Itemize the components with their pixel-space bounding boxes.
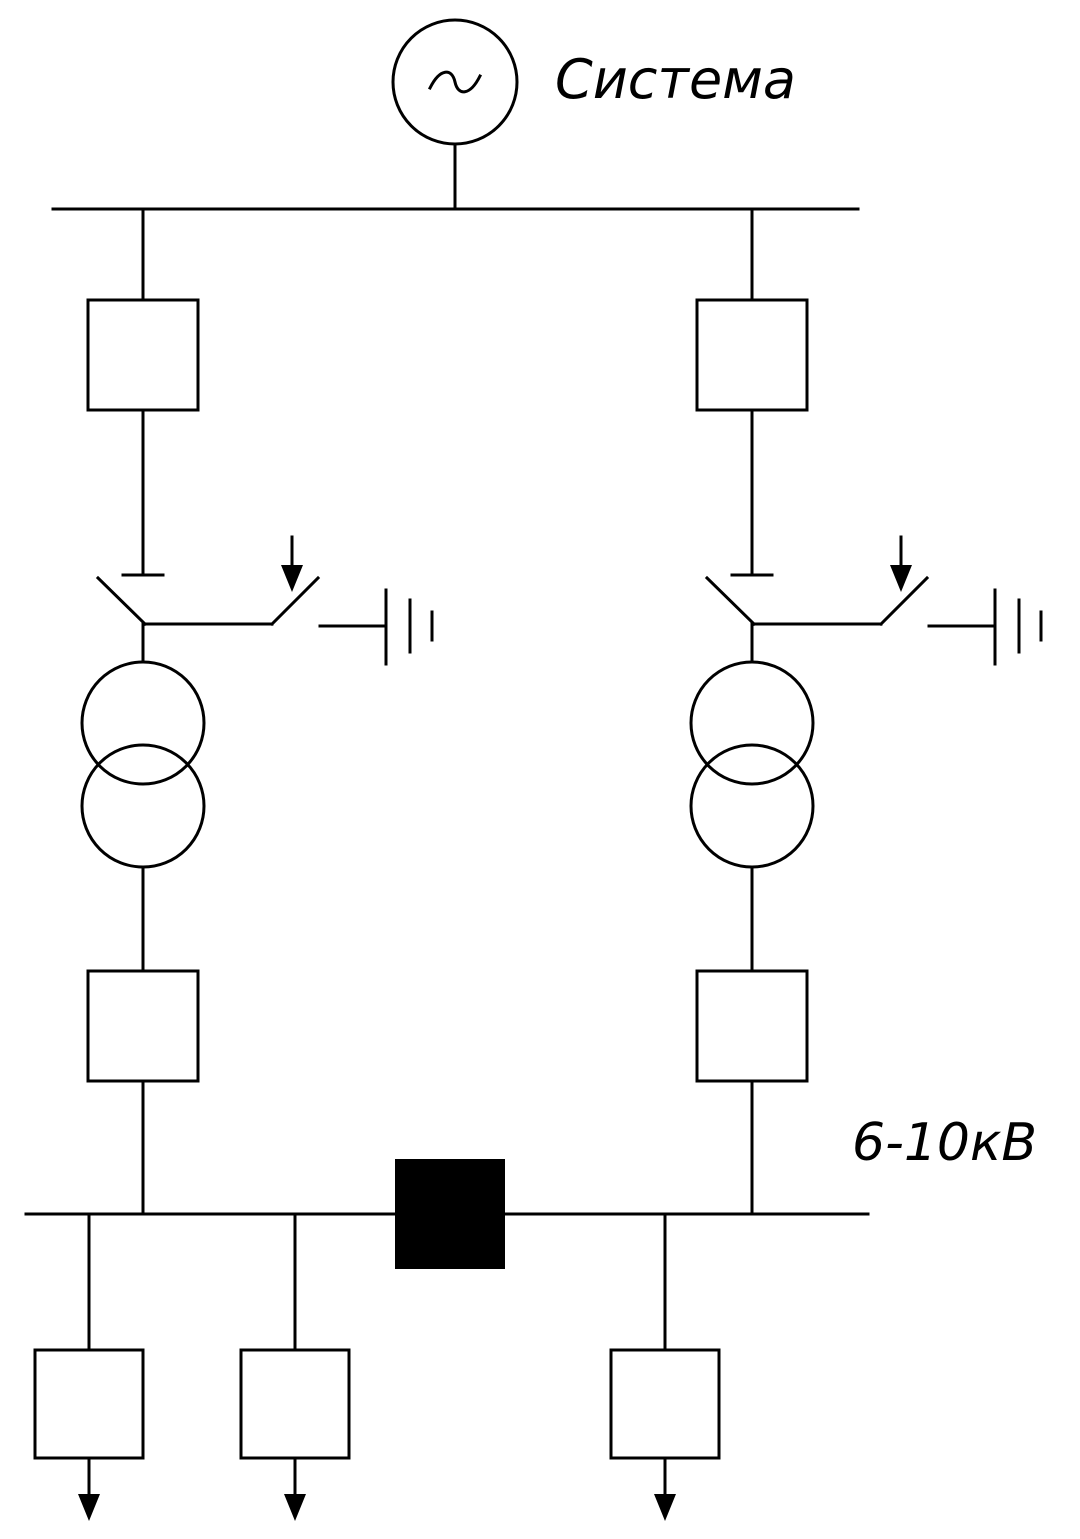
- feeder-2-breaker: [239, 1348, 351, 1460]
- left-secondary-breaker: [86, 969, 200, 1083]
- left-short-circuiter-blade: [269, 575, 321, 627]
- ac-sine-icon: [427, 70, 483, 94]
- right-incoming-breaker: [695, 298, 809, 412]
- left-incoming-breaker: [86, 298, 200, 412]
- feeder-2-load-arrow-icon: [284, 1494, 306, 1521]
- feeder-1-breaker: [33, 1348, 145, 1460]
- system-label: Система: [555, 48, 796, 111]
- left-transformer-secondary: [80, 743, 206, 869]
- left-disconnector-blade: [95, 575, 148, 627]
- feeder-3-breaker: [609, 1348, 721, 1460]
- right-actuator-arrow-icon: [890, 565, 912, 592]
- outgoing-feeder-3: [609, 1212, 721, 1521]
- sectional-breaker: [395, 1159, 505, 1269]
- left-branch: [80, 207, 434, 1216]
- outgoing-feeder-2: [239, 1212, 351, 1521]
- right-branch: [689, 207, 1043, 1216]
- right-disconnector-blade: [704, 575, 757, 627]
- right-short-circuiter-blade: [878, 575, 930, 627]
- feeder-1-load-arrow-icon: [78, 1494, 100, 1521]
- right-transformer-primary: [689, 660, 815, 786]
- left-actuator-arrow-icon: [281, 565, 303, 592]
- right-secondary-breaker: [695, 969, 809, 1083]
- voltage-label: 6-10кВ: [852, 1113, 1037, 1173]
- right-transformer-secondary: [689, 743, 815, 869]
- system-source: [391, 18, 519, 146]
- feeder-3-load-arrow-icon: [654, 1494, 676, 1521]
- outgoing-feeder-1: [33, 1212, 145, 1521]
- left-transformer-primary: [80, 660, 206, 786]
